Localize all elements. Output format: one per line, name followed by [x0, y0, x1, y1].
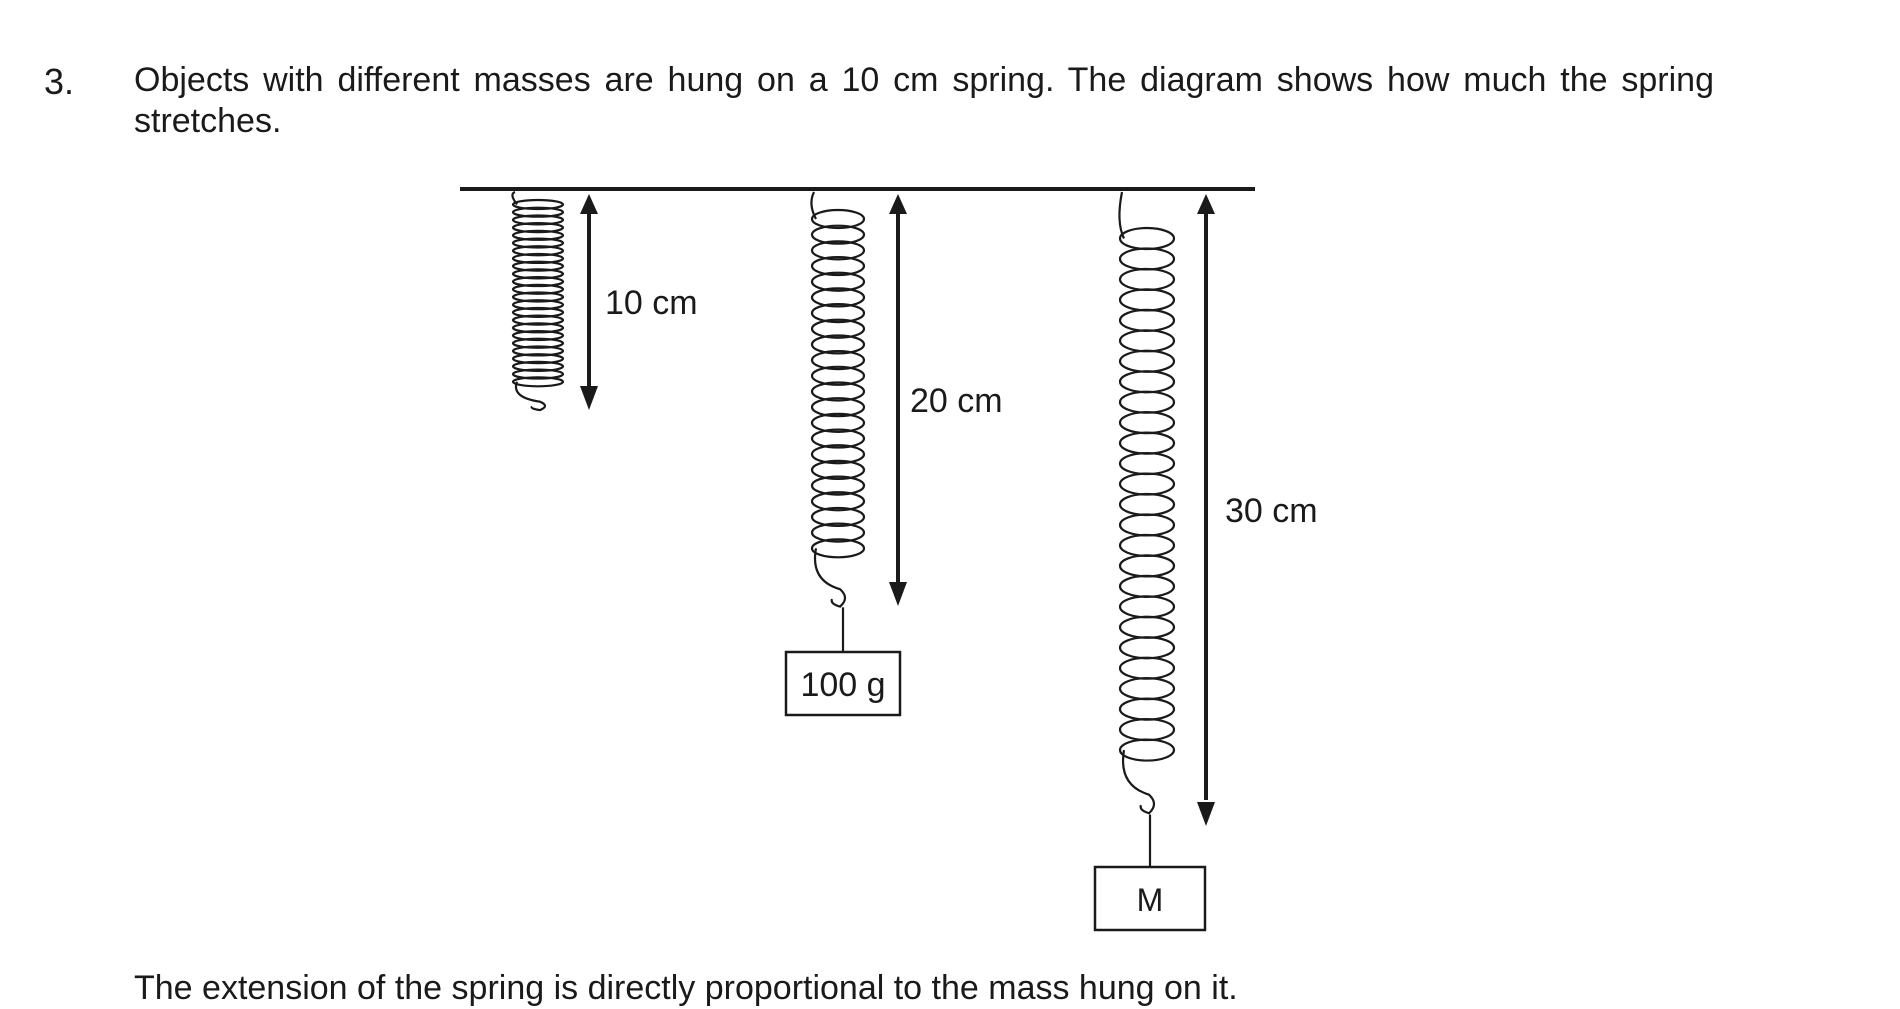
spring-2-coil [810, 397, 866, 418]
spring-1-coil [511, 314, 565, 326]
mass-block-100g [784, 650, 902, 717]
spring-2-coil [810, 271, 866, 292]
spring-2-coil [810, 522, 866, 543]
spring-1-coil [511, 252, 565, 265]
spring-2-coil [810, 255, 866, 277]
spring-3-coil [1118, 554, 1176, 578]
question-number: 3. [44, 61, 75, 102]
spring-2-coil [810, 381, 866, 402]
spring-3-coil [1118, 247, 1176, 271]
spring-3-coil [1118, 329, 1176, 353]
spring-3-coil [1118, 574, 1176, 598]
spring-3-coil [1118, 595, 1176, 619]
length-label-spring-1: 10 cm [605, 284, 698, 322]
spring-1-coil [511, 198, 565, 211]
spring-1-coil [511, 268, 565, 280]
springs-layer [511, 190, 1176, 867]
spring-3-coil [1118, 390, 1176, 414]
spring-1-coil [511, 368, 565, 380]
spring-1-coil [511, 337, 565, 349]
spring-2-coil [810, 412, 866, 433]
spring-1-coil [511, 329, 565, 342]
spring-3-coil [1118, 656, 1176, 680]
spring-1-coil [511, 291, 565, 303]
spring-3-coil [1118, 636, 1176, 660]
spring-2-coil [810, 350, 866, 371]
spring-3-coil [1118, 615, 1176, 639]
spring-3-coil [1118, 533, 1176, 558]
mass-block-m [1093, 865, 1207, 932]
spring-3-coil [1118, 513, 1176, 537]
spring-3-coil [1118, 717, 1176, 742]
spring-2-coil [810, 475, 866, 496]
spring-1-coil [511, 206, 565, 218]
spring-3 [1118, 191, 1176, 815]
spring-2-coil [810, 334, 866, 355]
spring-2-coil [810, 538, 866, 559]
spring-3-coil [1118, 738, 1176, 762]
spring-2-coil [810, 506, 866, 528]
spring-3-coil [1118, 267, 1176, 292]
spring-2-coil [810, 240, 866, 261]
spring-1-coil [511, 260, 565, 272]
spring-3-coil [1118, 288, 1176, 312]
spring-3-coil [1118, 677, 1176, 701]
dimension-arrow-spring-2 [889, 194, 907, 606]
spring-2-coil [810, 365, 866, 386]
dimension-arrow-spring-1 [580, 194, 598, 410]
spring-3-coil [1118, 349, 1176, 373]
spring-1-coil [511, 275, 565, 288]
spring-1-coil [511, 376, 565, 388]
spring-2-coil [810, 428, 866, 449]
spring-3-coil [1118, 308, 1176, 332]
spring-1-coil [511, 283, 565, 295]
spring-1-coil [511, 306, 565, 319]
spring-2-coil [810, 491, 866, 512]
spring-1-coil [511, 353, 565, 365]
spring-3-coil [1118, 451, 1176, 476]
spring-1 [511, 190, 565, 412]
spring-2-coil [810, 459, 866, 481]
length-label-spring-2: 20 cm [910, 382, 1003, 420]
spring-1-coil [511, 345, 565, 357]
spring-3-coil [1118, 472, 1176, 496]
spring-1-coil [511, 322, 565, 334]
spring-3-coil [1118, 226, 1176, 251]
spring-3-coil [1118, 411, 1176, 435]
spring-2 [810, 191, 866, 608]
spring-2-coil [810, 318, 866, 339]
mass-label-100g: 100 g [800, 666, 885, 704]
mass-label-m: M [1137, 882, 1164, 918]
spring-2-coil [810, 444, 866, 465]
spring-1-coil [511, 237, 565, 249]
spring-3-coil [1118, 370, 1176, 394]
spring-2-coil [810, 208, 866, 230]
spring-3-coil [1118, 431, 1176, 455]
spring-2-coil [810, 287, 866, 308]
spring-3-coil [1118, 697, 1176, 721]
dimension-arrow-spring-3 [1197, 194, 1215, 826]
spring-2-coil [810, 302, 866, 324]
question-text: Objects with different masses are hung o… [134, 61, 1714, 140]
spring-3-coil [1118, 492, 1176, 517]
spring-2-coil [810, 224, 866, 245]
spring-1-coil [511, 229, 565, 241]
length-label-spring-3: 30 cm [1225, 492, 1318, 530]
spring-1-coil [511, 222, 565, 234]
spring-1-coil [511, 299, 565, 311]
spring-1-coil [511, 360, 565, 372]
spring-1-coil [511, 245, 565, 257]
spring-1-coil [511, 214, 565, 226]
